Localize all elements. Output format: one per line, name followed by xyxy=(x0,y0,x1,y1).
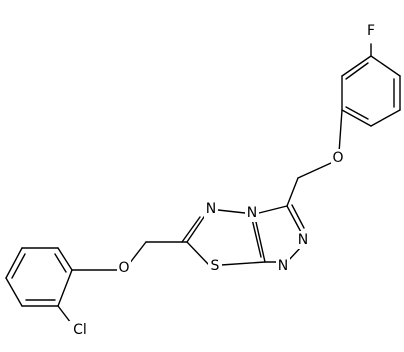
bond xyxy=(345,106,369,120)
bond xyxy=(370,55,401,77)
atom-label-S: S xyxy=(211,258,220,274)
atom-O2: O xyxy=(117,259,131,277)
bond xyxy=(370,109,401,127)
atom-label-N2: N xyxy=(278,258,288,274)
atom-labels: F O N N N N S O xyxy=(69,22,378,339)
atom-label-N1: N xyxy=(298,232,308,248)
bond xyxy=(186,241,210,266)
bond xyxy=(217,209,246,214)
bond xyxy=(220,261,266,266)
bond xyxy=(291,204,305,229)
atom-O1: O xyxy=(331,149,345,167)
bond xyxy=(186,213,207,243)
bond xyxy=(286,205,303,235)
bond xyxy=(57,269,73,307)
bonds xyxy=(5,43,401,328)
atom-N2: N xyxy=(276,257,290,275)
bond xyxy=(338,109,343,154)
bond xyxy=(297,162,332,179)
bond xyxy=(345,62,369,80)
bond xyxy=(258,205,288,214)
atom-N1: N xyxy=(296,231,310,249)
bond xyxy=(5,247,23,279)
bond xyxy=(341,109,372,127)
bond xyxy=(286,177,299,207)
bond xyxy=(341,55,372,77)
bond xyxy=(181,216,201,243)
bond xyxy=(11,253,26,279)
atom-label-F: F xyxy=(367,23,375,39)
atom-label-O1: O xyxy=(332,150,343,166)
bond xyxy=(57,247,73,271)
atom-label-N3: N xyxy=(247,205,257,221)
atom-Cl: Cl xyxy=(69,321,91,339)
atom-F: F xyxy=(364,22,378,40)
atom-N4: N xyxy=(204,200,218,218)
bond xyxy=(251,218,262,258)
atom-S: S xyxy=(208,257,222,275)
atom-N3: N xyxy=(245,204,259,222)
atom-label-N4: N xyxy=(206,201,216,217)
atom-label-Cl: Cl xyxy=(73,322,87,338)
bond xyxy=(54,253,67,273)
bond xyxy=(128,241,147,265)
bond xyxy=(5,277,23,307)
atom-label-O2: O xyxy=(118,260,129,276)
